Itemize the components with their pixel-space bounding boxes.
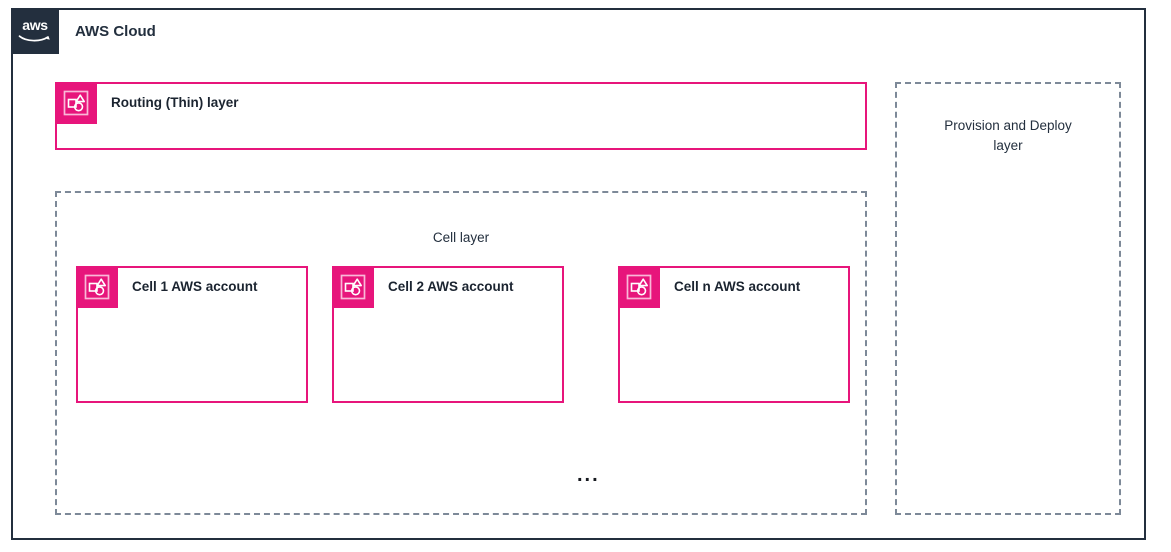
cell-n-header: Cell n AWS account	[618, 266, 848, 310]
aws-generic-resources-icon	[618, 266, 660, 308]
aws-cloud-title: AWS Cloud	[75, 22, 156, 40]
cell-2-aws-account-box[interactable]: Cell 2 AWS account	[332, 266, 564, 403]
cell-1-header: Cell 1 AWS account	[76, 266, 306, 310]
provision-and-deploy-layer-group: Provision and Deploy layer	[895, 82, 1121, 515]
cell-layer-group: Cell layer Cell 1 AWS account	[55, 191, 867, 515]
routing-thin-layer-box[interactable]: Routing (Thin) layer	[55, 82, 867, 150]
cell-n-aws-account-box[interactable]: Cell n AWS account	[618, 266, 850, 403]
cell-1-aws-account-box[interactable]: Cell 1 AWS account	[76, 266, 308, 403]
routing-layer-header: Routing (Thin) layer	[55, 82, 865, 126]
routing-layer-label: Routing (Thin) layer	[111, 95, 239, 110]
aws-smile-logo-icon: aws	[18, 17, 52, 43]
aws-generic-resources-icon	[332, 266, 374, 308]
aws-logo: aws	[11, 8, 59, 54]
cells-ellipsis: ...	[577, 464, 600, 486]
cell-1-label: Cell 1 AWS account	[132, 279, 258, 294]
aws-generic-resources-icon	[55, 82, 97, 124]
aws-smile-curve-icon	[18, 35, 50, 42]
cell-n-label: Cell n AWS account	[674, 279, 801, 294]
provision-layer-title-line1: Provision and Deploy	[944, 118, 1072, 133]
aws-generic-resources-icon	[76, 266, 118, 308]
aws-cloud-group: aws AWS Cloud Routing (Thin) layer	[11, 8, 1146, 540]
cell-2-header: Cell 2 AWS account	[332, 266, 562, 310]
cell-2-label: Cell 2 AWS account	[388, 279, 514, 294]
aws-logo-text: aws	[22, 17, 48, 33]
cell-layer-title: Cell layer	[432, 230, 490, 245]
provision-layer-title-line2: layer	[993, 138, 1023, 153]
aws-cloud-header: aws AWS Cloud	[11, 8, 156, 54]
